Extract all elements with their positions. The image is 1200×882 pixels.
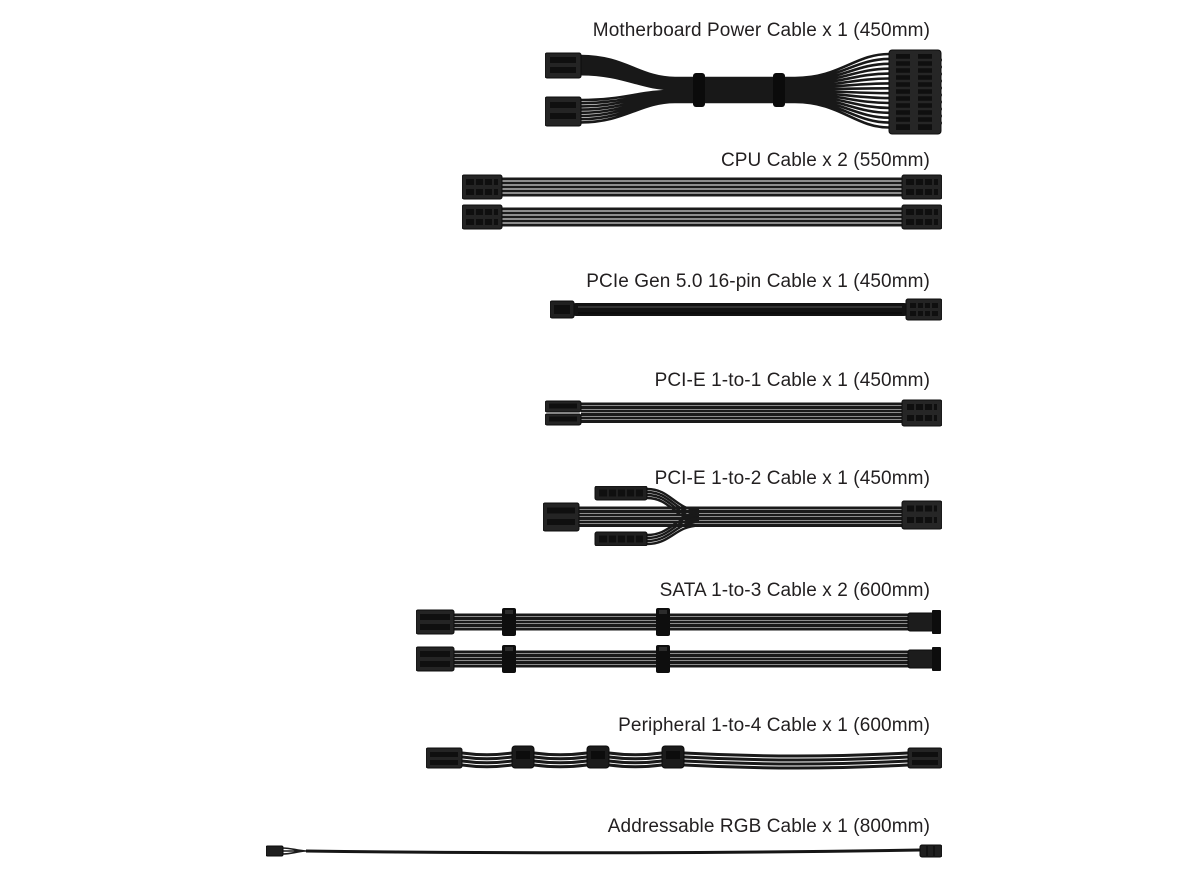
sata-inline-connector-1 xyxy=(502,608,516,636)
sata-cable-illustration-2 xyxy=(416,645,941,673)
motherboard-24pin-connector xyxy=(888,49,942,135)
sata-left-connector xyxy=(416,646,455,672)
cable-label-motherboard: Motherboard Power Cable x 1 (450mm) xyxy=(592,20,930,41)
peripheral-cable-illustration xyxy=(426,745,942,770)
cpu-cable-illustration-1 xyxy=(462,174,942,200)
peripheral-inline-connector-3 xyxy=(661,745,685,769)
peripheral-end-connector xyxy=(907,747,942,769)
sata-inline-connector-1 xyxy=(502,645,516,673)
motherboard-cable-illustration xyxy=(545,49,942,135)
cable-label-cpu: CPU Cable x 2 (550mm) xyxy=(720,150,930,171)
cpu-wires xyxy=(502,207,902,227)
gen5-left-connector xyxy=(550,300,575,319)
sata-left-connector xyxy=(416,609,455,635)
cable-label-pcie-1to1: PCI-E 1-to-1 Cable x 1 (450mm) xyxy=(654,370,930,391)
cpu-wires xyxy=(502,177,902,197)
cpu-right-connector xyxy=(901,204,942,230)
pcie-1to2-upper-pigtail-connector xyxy=(594,486,648,501)
cable-label-argb: Addressable RGB Cable x 1 (800mm) xyxy=(607,816,930,837)
peripheral-inline-connector-2 xyxy=(586,745,610,769)
motherboard-cable-combs xyxy=(693,73,785,107)
pcie-1to1-left-connector xyxy=(545,400,582,426)
argb-right-connector xyxy=(919,844,942,858)
peripheral-left-connector xyxy=(426,747,463,769)
motherboard-wires xyxy=(580,52,890,129)
cable-label-sata: SATA 1-to-3 Cable x 2 (600mm) xyxy=(659,580,930,601)
pcie-1to2-lower-pigtail-wires xyxy=(646,513,700,546)
pcie-1to1-wires xyxy=(581,402,902,423)
cable-label-pcie-gen5: PCIe Gen 5.0 16-pin Cable x 1 (450mm) xyxy=(586,271,930,292)
pcie-1to2-cable-illustration xyxy=(543,486,942,546)
argb-cable-illustration xyxy=(266,844,942,858)
motherboard-left-connectors xyxy=(545,52,582,127)
pcie-1to2-right-connector xyxy=(901,500,942,530)
cpu-left-connector xyxy=(462,174,503,200)
pcie-1to1-cable-illustration xyxy=(545,399,942,427)
pcie-gen5-cable-illustration xyxy=(550,298,942,321)
pcie-1to2-lower-pigtail-connector xyxy=(594,531,648,546)
sata-wires xyxy=(454,613,910,631)
pcie-1to2-main-wires xyxy=(579,506,902,527)
argb-fan-wires xyxy=(281,847,307,855)
gen5-16pin-connector xyxy=(905,298,942,321)
sata-end-connector xyxy=(907,647,941,671)
argb-sleeved-wire xyxy=(305,848,921,855)
peripheral-inline-connector-1 xyxy=(511,745,535,769)
sata-end-connector xyxy=(907,610,941,634)
sata-inline-connector-2 xyxy=(656,645,670,673)
cable-label-peripheral: Peripheral 1-to-4 Cable x 1 (600mm) xyxy=(618,715,930,736)
sata-cable-illustration-1 xyxy=(416,608,941,636)
sata-wires xyxy=(454,650,910,668)
argb-left-connector xyxy=(266,845,284,857)
cpu-left-connector xyxy=(462,204,503,230)
cpu-right-connector xyxy=(901,174,942,200)
pcie-1to1-right-connector xyxy=(901,399,942,427)
peripheral-wires xyxy=(461,751,909,770)
pcie-1to2-upper-pigtail-wires xyxy=(646,487,700,523)
sata-inline-connector-2 xyxy=(656,608,670,636)
pcie-1to2-left-connector xyxy=(543,502,580,532)
cable-label-pcie-1to2: PCI-E 1-to-2 Cable x 1 (450mm) xyxy=(654,468,930,489)
gen5-sleeved-cable xyxy=(570,303,910,316)
cpu-cable-illustration-2 xyxy=(462,204,942,230)
